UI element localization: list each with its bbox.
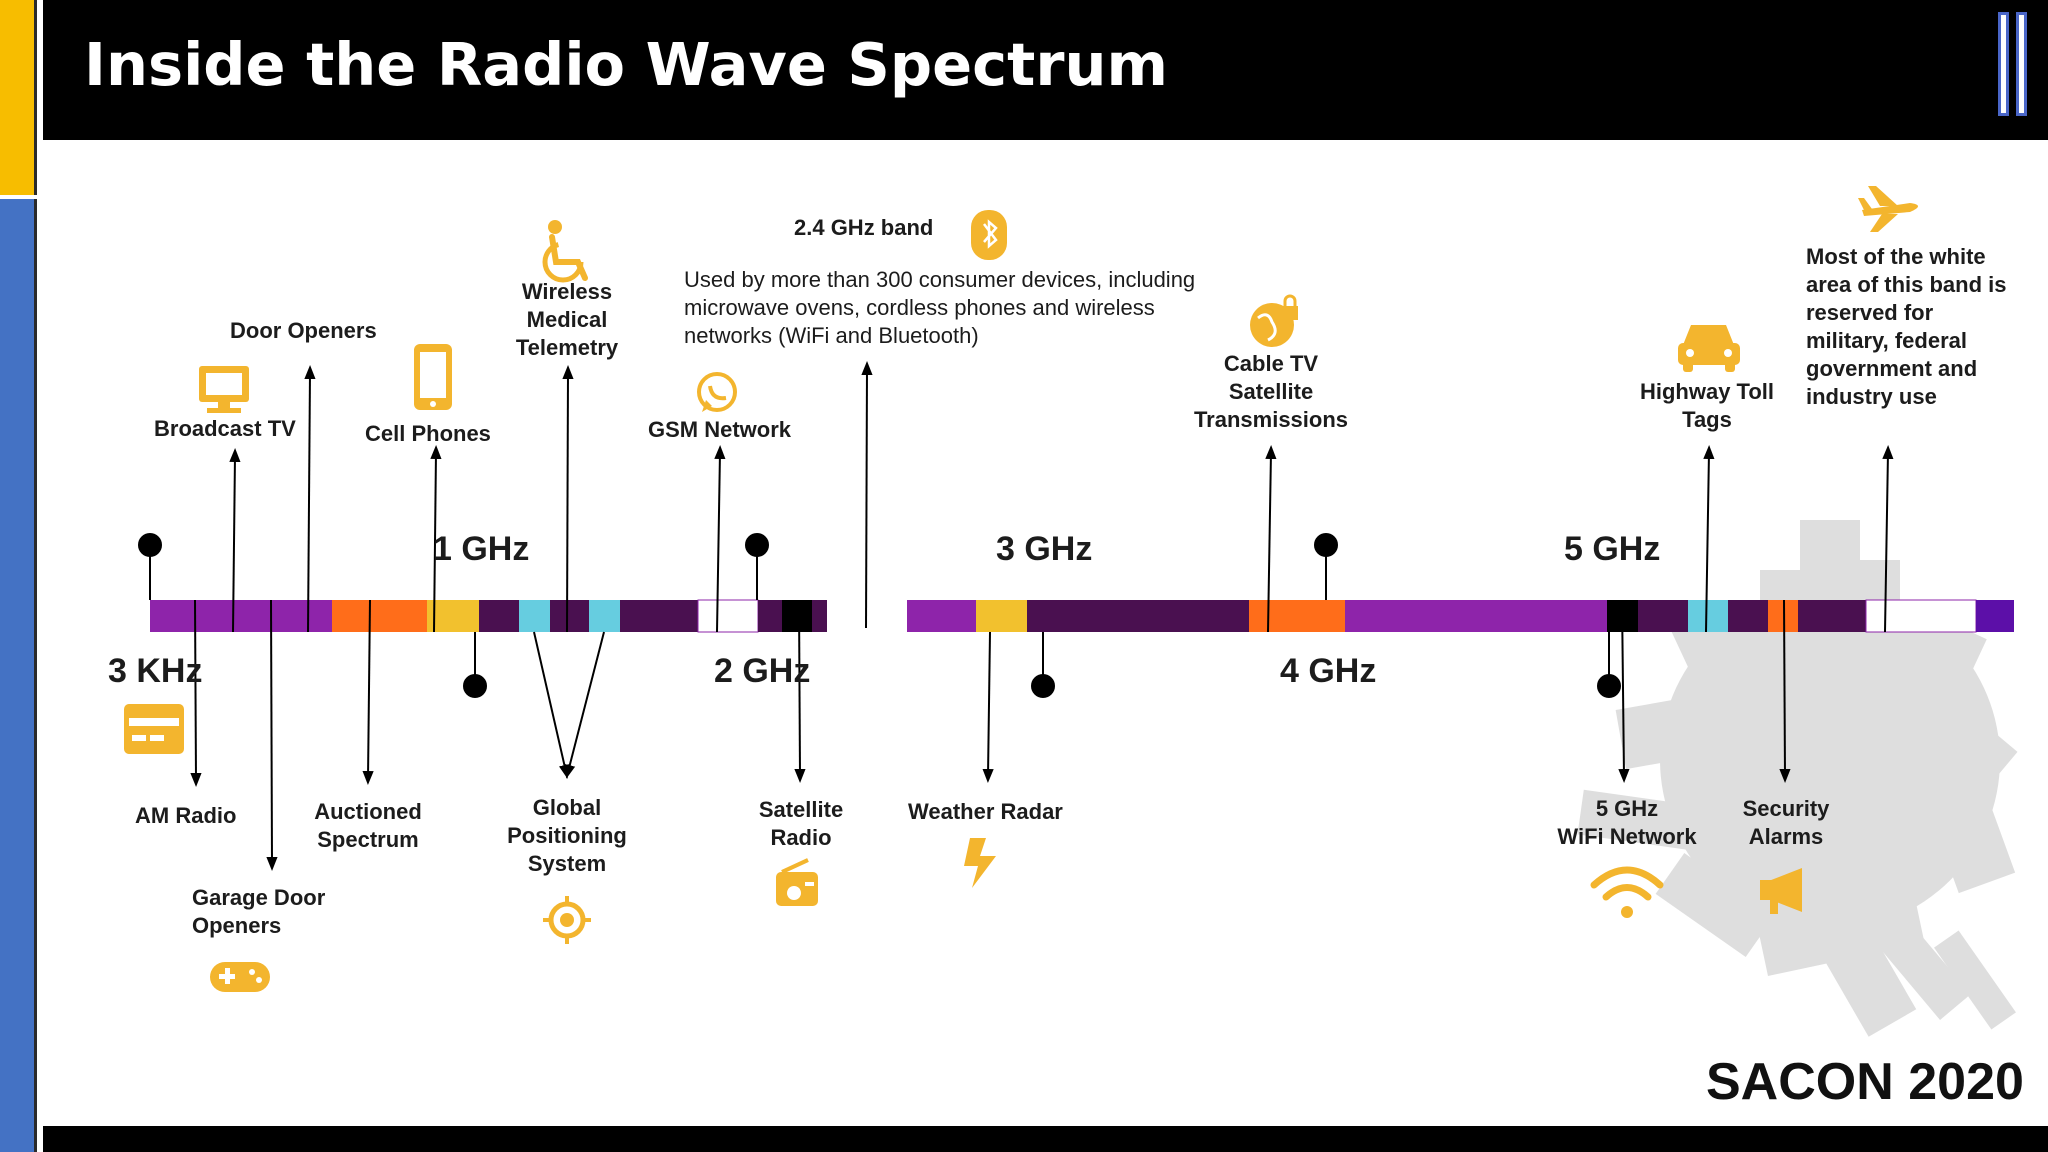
- spectrum-bar-low: [150, 599, 827, 633]
- label-line: Cable TV: [1223, 351, 1319, 376]
- label-military-note: Most of the white area of this band is r…: [1806, 243, 2007, 411]
- lightning-icon: [964, 838, 996, 888]
- freq-label-1ghz: 1 GHz: [433, 530, 530, 568]
- down-arrows: [190, 599, 1791, 871]
- label-door-openers: Door Openers: [230, 318, 377, 343]
- megaphone-icon: [1760, 868, 1802, 914]
- label-line: Medical: [526, 307, 608, 332]
- gps-target-icon: [543, 896, 591, 944]
- label-highway-toll-tags: Highway Toll Tags: [1636, 378, 1778, 434]
- label-broadcast-tv: Broadcast TV: [154, 416, 296, 441]
- label-line: Spectrum: [317, 827, 419, 852]
- label-am-radio: AM Radio: [135, 803, 237, 828]
- label-line: Wireless: [521, 279, 613, 304]
- label-wireless-medical-telemetry: Wireless Medical Telemetry: [507, 278, 627, 362]
- label-line: Openers: [192, 913, 282, 938]
- label-line: Tags: [1682, 407, 1732, 432]
- label-line: government and: [1806, 356, 1978, 381]
- label-line: Highway Toll: [1639, 379, 1775, 404]
- label-line: Satellite: [1228, 379, 1314, 404]
- label-line: WiFi Network: [1557, 824, 1697, 849]
- freq-label-3ghz: 3 GHz: [996, 530, 1093, 568]
- label-line: Satellite: [758, 797, 844, 822]
- wifi-icon: [1590, 866, 1664, 918]
- label-line: Security: [1742, 796, 1830, 821]
- label-cable-tv-satellite: Cable TV Satellite Transmissions: [1188, 350, 1354, 434]
- label-garage-door-openers: Garage Door Openers: [192, 884, 325, 940]
- label-weather-radar: Weather Radar: [908, 799, 1063, 824]
- band-24-description: Used by more than 300 consumer devices, …: [684, 267, 1196, 348]
- bluetooth-icon: [971, 210, 1007, 260]
- airplane-icon: [1858, 186, 1918, 232]
- label-line: Auctioned: [314, 799, 422, 824]
- label-line: 5 GHz: [1595, 796, 1659, 821]
- band-24-title: 2.4 GHz band: [794, 215, 934, 240]
- frequency-markers: [138, 533, 1621, 698]
- label-5ghz-wifi: 5 GHz WiFi Network: [1556, 795, 1698, 851]
- title-bar: [43, 0, 2048, 140]
- label-auctioned-spectrum: Auctioned Spectrum: [312, 798, 424, 854]
- payment-card-icon: [124, 704, 184, 754]
- label-line: Most of the white: [1806, 244, 1986, 269]
- slide-title: Inside the Radio Wave Spectrum: [84, 30, 1168, 99]
- gamepad-icon: [210, 962, 270, 992]
- label-line: Transmissions: [1193, 407, 1349, 432]
- globe-lock-icon: [1250, 294, 1298, 347]
- wheelchair-icon: [542, 220, 588, 283]
- label-line: industry use: [1806, 384, 1937, 409]
- bottom-bar: [43, 1126, 2048, 1152]
- label-line: Alarms: [1748, 824, 1824, 849]
- label-cell-phones: Cell Phones: [365, 421, 491, 446]
- label-gps: Global Positioning System: [503, 794, 631, 878]
- left-sidebar-strip: [0, 199, 37, 1152]
- label-line: Radio: [770, 825, 832, 850]
- label-line: area of this band is: [1806, 272, 2007, 297]
- brand-logo-icon: [1996, 12, 2036, 116]
- label-line: reserved for: [1806, 300, 1934, 325]
- up-arrows: [229, 361, 1894, 633]
- label-line: Garage Door: [192, 885, 326, 910]
- city-skyline-watermark: [1577, 520, 2018, 1037]
- label-line: System: [527, 851, 607, 876]
- label-line: Telemetry: [515, 335, 619, 360]
- car-icon: [1678, 325, 1740, 372]
- freq-label-4ghz: 4 GHz: [1280, 652, 1377, 690]
- label-gsm-network: GSM Network: [648, 417, 792, 442]
- freq-label-2ghz: 2 GHz: [714, 652, 811, 690]
- label-line: Positioning: [507, 823, 627, 848]
- smartphone-icon: [414, 344, 452, 410]
- whatsapp-icon: [697, 372, 737, 412]
- freq-label-3khz: 3 KHz: [108, 652, 203, 690]
- label-security-alarms: Security Alarms: [1736, 795, 1836, 851]
- radio-icon: [776, 858, 818, 906]
- label-line: Global: [532, 795, 602, 820]
- spectrum-bar-high: [907, 599, 2014, 633]
- label-line: military, federal: [1806, 328, 1967, 353]
- left-accent-strip: [0, 0, 37, 195]
- freq-label-5ghz: 5 GHz: [1564, 530, 1661, 568]
- sacon-brand: SACON 2020: [1706, 1053, 2024, 1111]
- label-satellite-radio: Satellite Radio: [746, 796, 856, 852]
- tv-monitor-icon: [199, 366, 249, 413]
